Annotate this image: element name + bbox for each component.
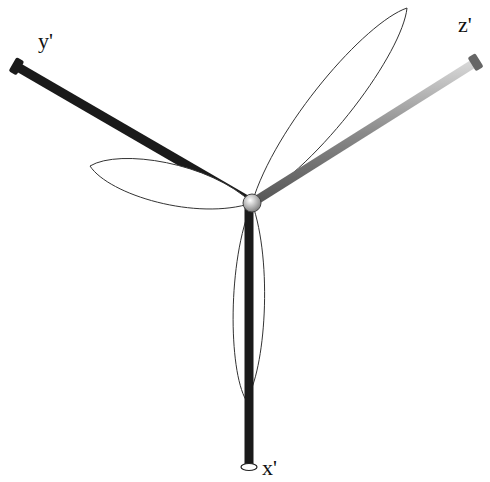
axis-label: y' — [38, 30, 53, 52]
radiation-lobe — [252, 8, 407, 203]
axis-label: z' — [458, 14, 472, 36]
radiation-lobe — [90, 158, 252, 209]
x-axis-rod — [245, 203, 254, 466]
rod-end-cap — [468, 53, 484, 71]
origin-sphere — [243, 194, 261, 212]
z-axis-rod — [252, 62, 476, 203]
axis-label: x' — [262, 457, 277, 479]
rod-end-cap — [9, 57, 25, 75]
rod-end-cap — [241, 464, 257, 471]
